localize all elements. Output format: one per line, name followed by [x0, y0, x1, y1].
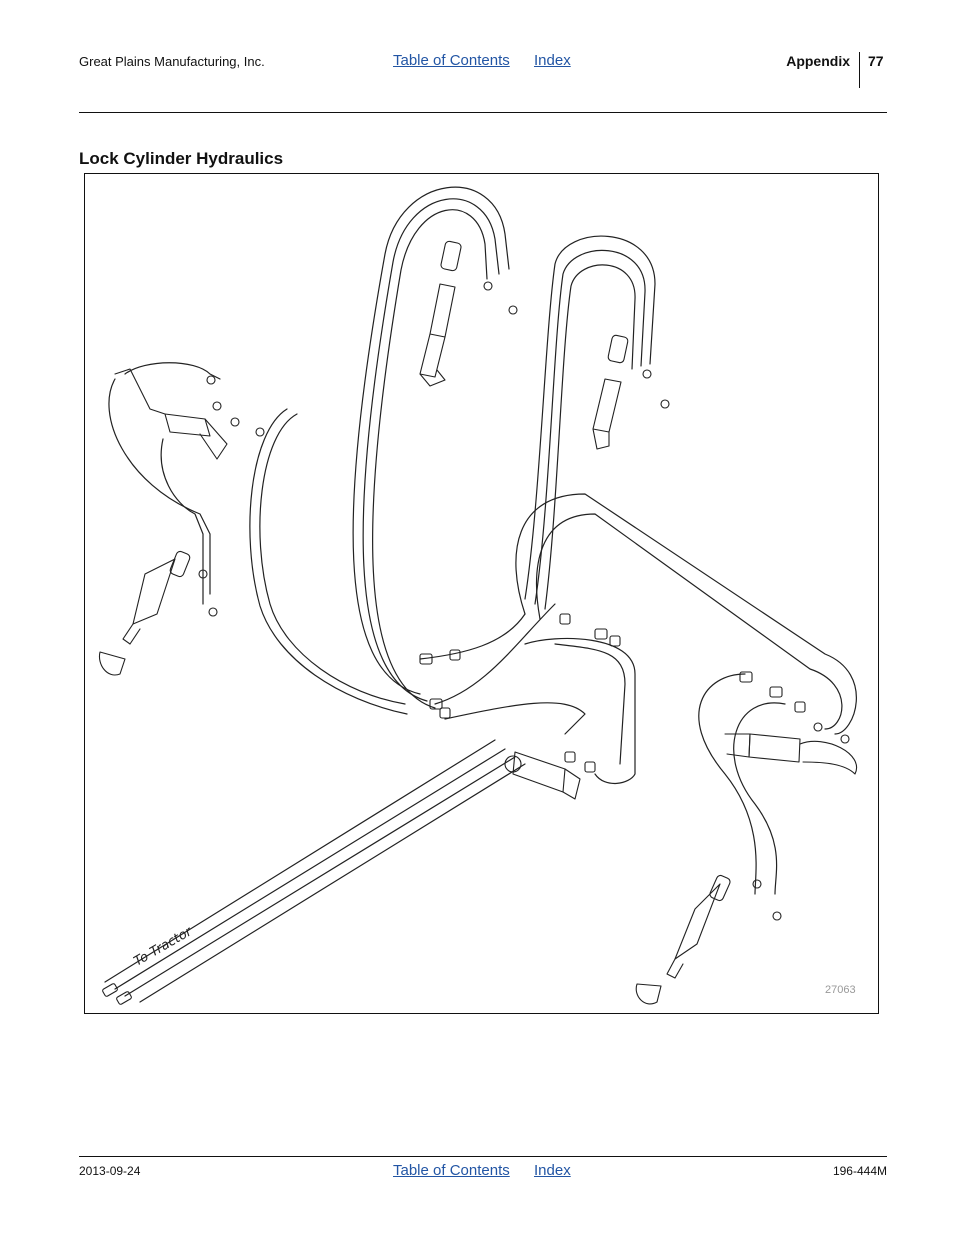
hose-loop-right [524, 235, 656, 610]
figure-number: 27063 [825, 984, 856, 996]
hose-run-left [108, 362, 408, 715]
cylinder-center [504, 751, 581, 800]
hydraulics-figure: To Tractor 27063 [84, 173, 879, 1014]
page-number: 77 [868, 53, 884, 69]
hose-to-tractor [104, 739, 526, 1003]
hose-loop-right-lower [515, 493, 857, 895]
hose-run-center [419, 603, 636, 784]
header-index-link[interactable]: Index [534, 52, 571, 69]
cylinder-top-left [114, 368, 265, 460]
hydraulics-diagram: To Tractor [98, 186, 858, 1005]
footer-rule [79, 1156, 887, 1157]
cylinder-left-lower [98, 550, 218, 676]
header-rule [79, 112, 887, 113]
footer-date: 2013-09-24 [79, 1164, 141, 1178]
company-name: Great Plains Manufacturing, Inc. [79, 54, 265, 69]
cylinder-right-upper [592, 334, 670, 450]
hose-loop-top-center [352, 186, 510, 709]
footer-toc-link[interactable]: Table of Contents [393, 1162, 510, 1179]
header-toc-link[interactable]: Table of Contents [393, 52, 510, 69]
cylinder-top-center [419, 240, 518, 387]
section-name: Appendix [786, 53, 850, 69]
hose-fittings [102, 613, 806, 1005]
cylinder-right-lower [635, 874, 782, 1005]
footer-part-number: 196-444M [832, 1164, 887, 1178]
footer-index-link[interactable]: Index [534, 1162, 571, 1179]
to-tractor-label: To Tractor [132, 924, 197, 970]
header-divider [859, 52, 860, 88]
page-title: Lock Cylinder Hydraulics [79, 149, 284, 168]
cylinder-right-center [724, 722, 858, 775]
